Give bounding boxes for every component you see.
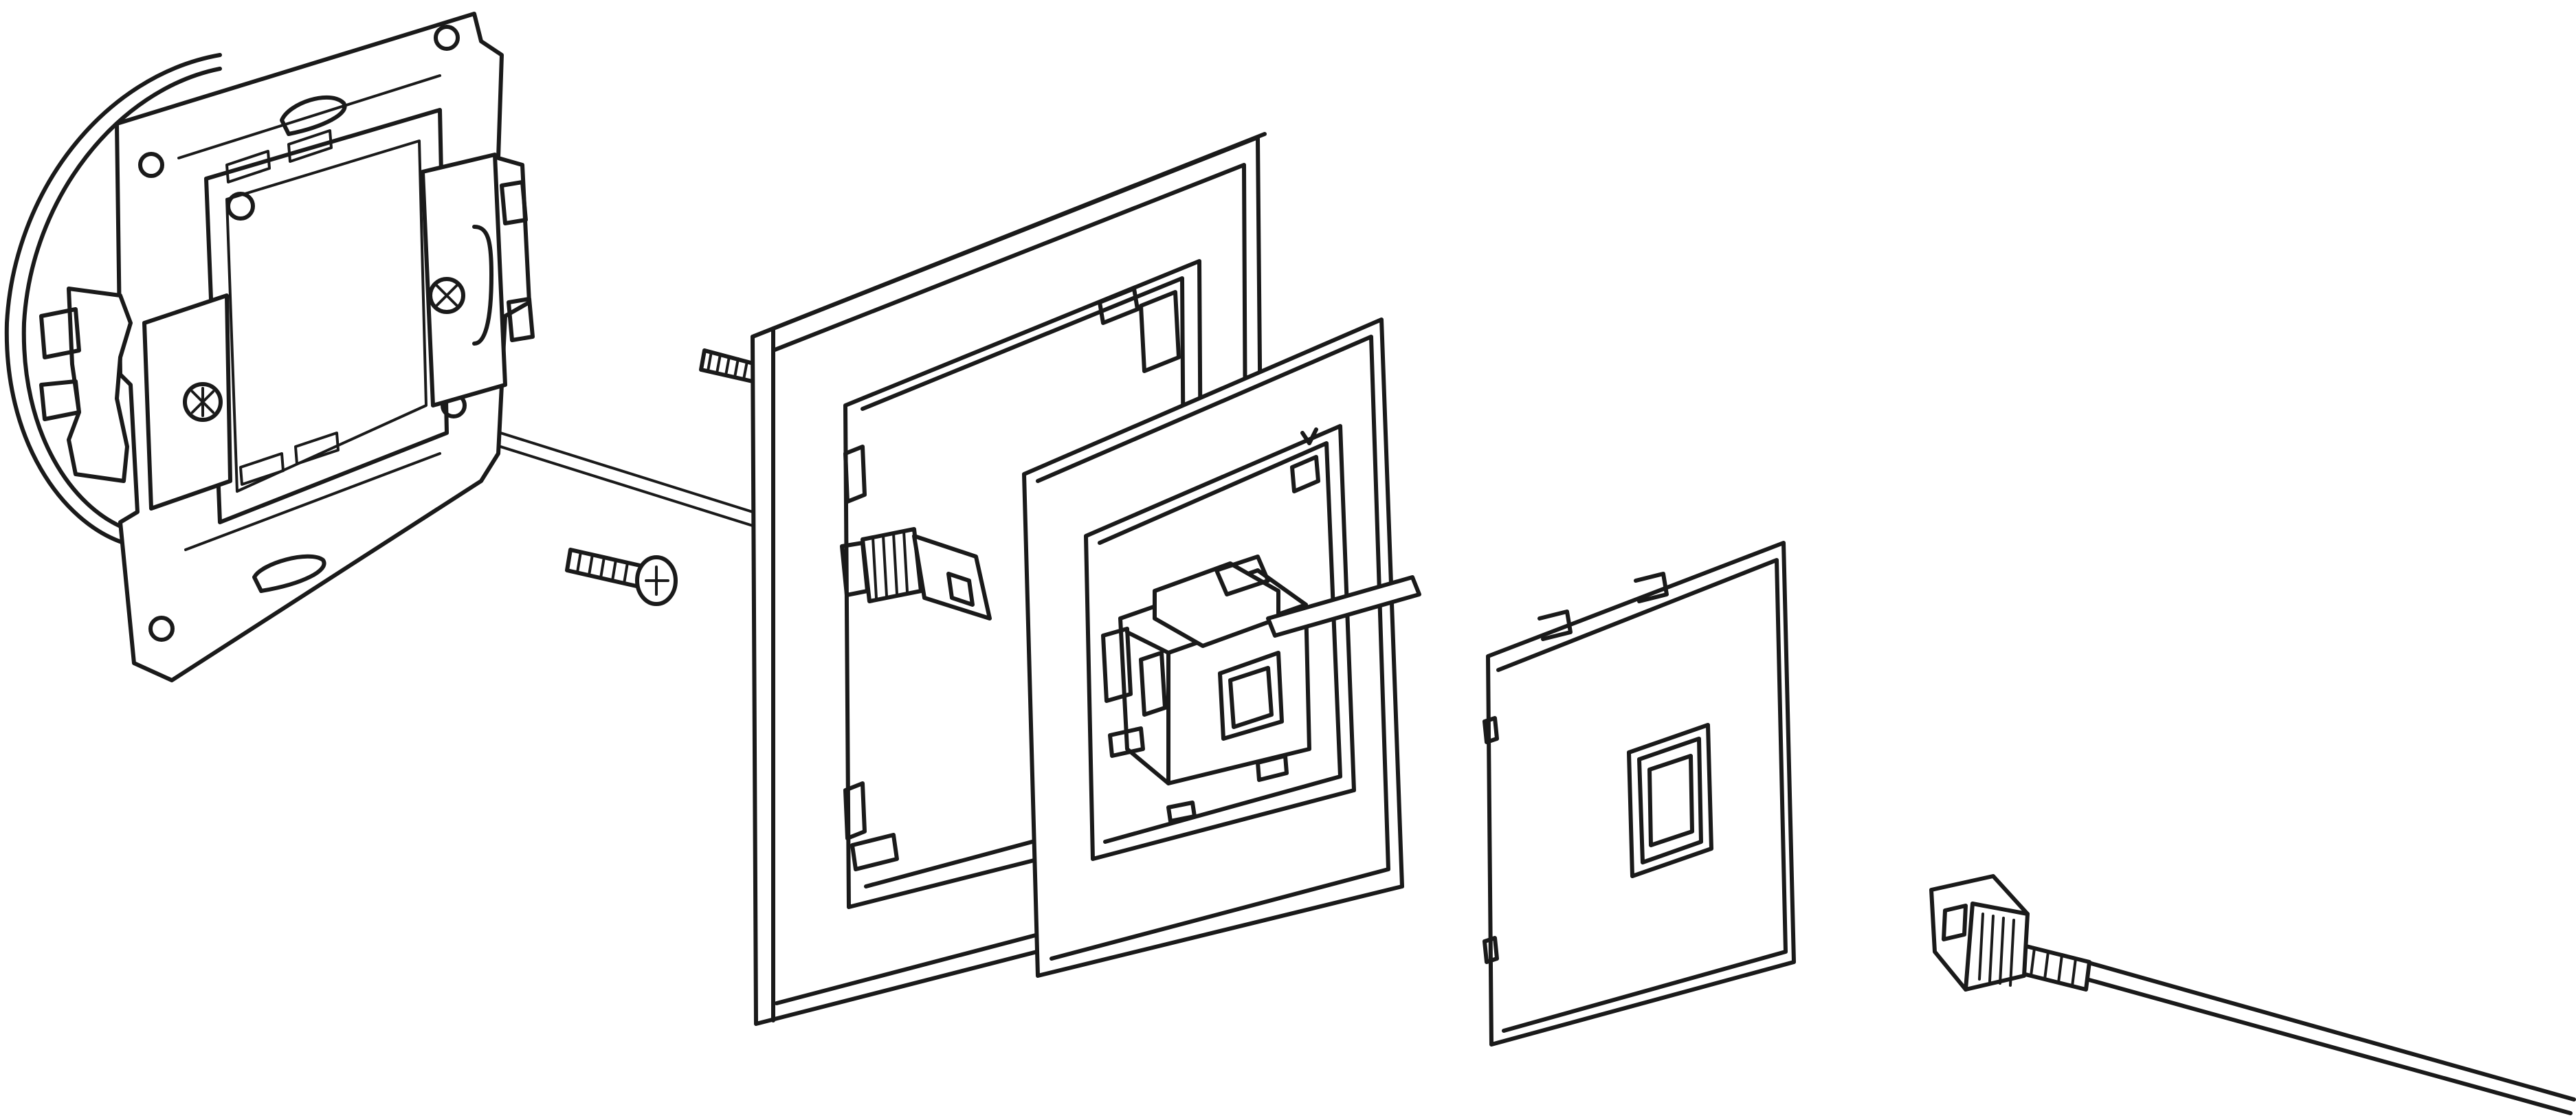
- fiber-patch-cord: [1929, 874, 2576, 1115]
- inner-frame-with-adapter: [1022, 317, 1421, 978]
- fixing-screw-short: [565, 548, 678, 606]
- mounting-bracket: [4, 12, 535, 682]
- fixing-screw-long: [699, 348, 758, 383]
- cover-plate: [1483, 541, 1796, 1047]
- fiber-sc-adapter: [840, 527, 992, 621]
